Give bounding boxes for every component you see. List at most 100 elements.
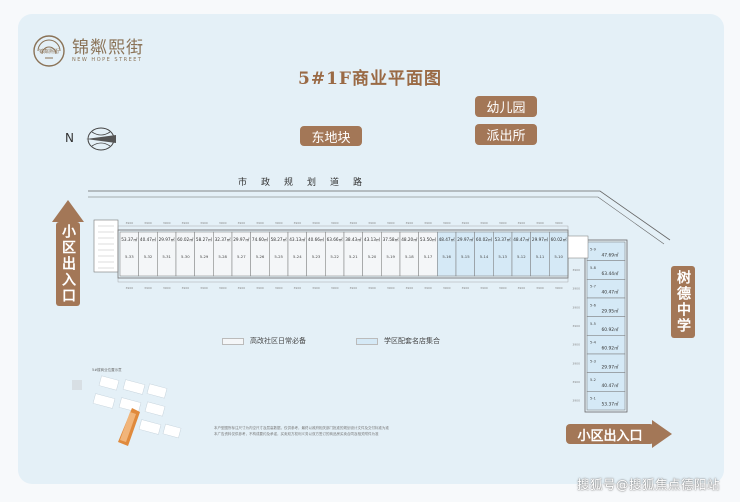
shop-area-label: 40.47㎡ [602,382,620,389]
watermark: 搜狐号@搜狐焦点德阳站 [576,477,720,492]
dimension-label: 3900 [256,286,264,290]
left-entrance-tag: 小区出入口 [56,222,80,306]
shop-id-label: 5-7 [590,285,596,289]
dimension-label: 3900 [331,221,339,225]
compass-icon [86,127,116,151]
dimension-label: 3900 [312,286,320,290]
dimension-label: 3900 [443,221,451,225]
dimension-label: 3900 [424,286,432,290]
shop-cell [586,391,626,411]
legend-swatch-school [356,337,378,345]
right-building-outline [584,239,628,413]
location-map [70,372,190,450]
shop-area-label: 53.37㎡ [495,236,512,242]
dimension-label: 3900 [555,286,563,290]
dimension-label: 3900 [312,221,320,225]
shop-id-label: 5-29 [200,254,209,259]
dimension-label: 3900 [572,305,580,309]
shop-id-label: 5-8 [590,266,597,270]
right-entrance-tag: 小区出入口 [566,424,654,444]
dimension-label: 3900 [182,286,190,290]
dimension-label: 3900 [406,221,414,225]
shop-area-label: 47.69㎡ [602,251,620,258]
shop-area-label: 74.60㎡ [252,236,269,242]
dimension-label: 3900 [163,286,171,290]
shop-id-label: 5-32 [144,254,153,259]
shop-id-label: 5-25 [274,254,283,259]
disclaimer-line-2: 本广告资料仅供参考，不构成要约及承诺，买卖双方权利义务以双方签订的商品房买卖合同… [214,432,379,436]
shop-id-label: 5-3 [590,359,596,363]
legend-swatch-daily [222,337,244,345]
dimension-label: 3900 [238,286,246,290]
entrance-arrow-right-icon [652,420,672,448]
east-block-tag: 东地块 [300,126,362,146]
shop-area-label: 53.37㎡ [121,236,138,242]
dimension-label: 3900 [572,324,580,328]
shop-area-label: 58.27㎡ [271,236,288,242]
legend-item-daily: 高改社区日常必备 [222,336,306,346]
corner-staircase [567,235,589,259]
dimension-label: 3900 [518,221,526,225]
disclaimer-line-1: 本户型图所标注尺寸为内空尺寸及层高数据，仅供参考，最终以政府相关部门批准的规划设… [214,426,389,430]
top-shop-row: 53.37㎡5-333900390040.47㎡5-323900390029.9… [119,221,569,290]
dimension-label: 3900 [536,286,544,290]
shop-id-label: 5-22 [330,254,339,259]
shop-area-label: 60.92㎡ [602,345,620,352]
shop-area-label: 63.66㎡ [327,236,344,242]
dimension-label: 3900 [572,399,580,403]
dimension-label: 3900 [163,221,171,225]
shop-area-label: 29.97㎡ [233,236,250,242]
dimension-label: 3900 [536,221,544,225]
page-title: 5#1F商业平面图 [298,69,442,89]
dimension-label: 3900 [182,221,190,225]
compass-north-label: N [65,131,74,145]
shop-id-label: 5-6 [590,303,597,307]
shop-area-label: 29.97㎡ [159,236,176,242]
dimension-label: 3900 [219,286,227,290]
dimension-label: 3900 [256,221,264,225]
shop-id-label: 5-1 [590,397,596,401]
shop-area-label: 29.95㎡ [602,307,620,314]
shop-area-label: 29.97㎡ [602,363,620,370]
logo-name-en: NEW HOPE STREET [72,57,143,63]
dimension-label: 3900 [275,221,283,225]
shop-area-label: 40.47㎡ [602,289,620,296]
shop-id-label: 5-33 [125,254,134,259]
dimension-label: 3900 [572,343,580,347]
legend-label-school: 学区配套名店集合 [384,337,440,345]
dimension-label: 3900 [219,221,227,225]
school-tag: 树德中学 [671,266,695,338]
dimension-label: 3900 [144,221,152,225]
shop-id-label: 5-19 [386,254,395,259]
dimension-label: 3900 [462,221,470,225]
shop-area-label: 53.50㎡ [420,236,437,242]
shop-id-label: 5-21 [349,254,358,259]
kindergarten-tag: 幼儿园 [475,96,537,117]
dimension-label: 3900 [126,286,134,290]
shop-area-label: 40.66㎡ [308,236,325,242]
dimension-label: 3900 [499,221,507,225]
shop-id-label: 5-9 [590,247,597,251]
shop-area-label: 63.44㎡ [602,270,620,277]
dimension-label: 3900 [499,286,507,290]
dimension-label: 3900 [480,286,488,290]
dimension-label: 3900 [200,221,208,225]
dimension-label: 3900 [518,286,526,290]
